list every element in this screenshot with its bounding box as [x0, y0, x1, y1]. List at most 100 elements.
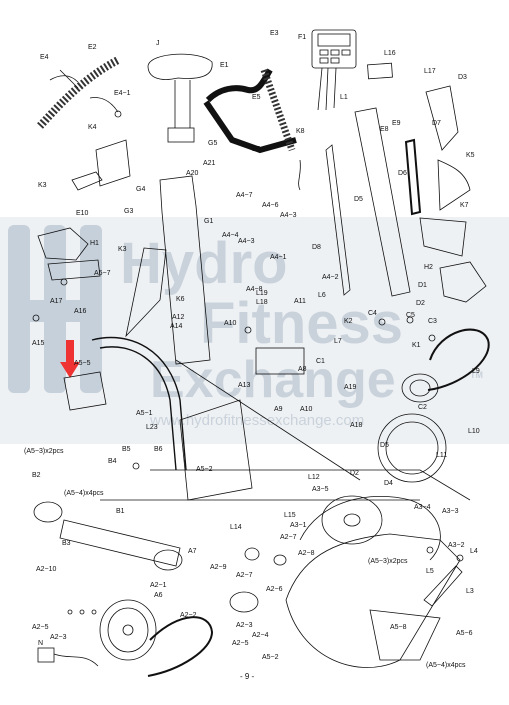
- callout-a4-3b: A4−3: [238, 238, 255, 245]
- callout-g4: G4: [136, 186, 146, 193]
- callout-k6: K6: [176, 296, 185, 303]
- callout-a4-2: A4−2: [322, 274, 339, 281]
- callout-d5-mid: D5: [380, 442, 389, 449]
- note-a5-3-x2-right: (A5−3)x2pcs: [368, 558, 408, 565]
- callout-a2-3a: A2−3: [50, 634, 67, 641]
- callout-k3-mid: K3: [118, 246, 127, 253]
- callout-k8: K8: [296, 128, 305, 135]
- callout-a5-5: A5−5: [74, 360, 91, 367]
- callout-a9: A9: [274, 406, 283, 413]
- callout-e8: E8: [380, 126, 389, 133]
- callout-l17: L17: [424, 68, 436, 75]
- console-icon: [311, 29, 357, 111]
- callout-a5-8: A5−8: [390, 624, 407, 631]
- watermark-url: www.hydrofitnessexchange.com: [150, 412, 365, 429]
- callout-a10-mid: A10: [300, 406, 313, 413]
- callout-a2-1: A2−1: [150, 582, 167, 589]
- callout-a2-5b: A2−5: [232, 640, 249, 647]
- callout-a14: A14: [170, 323, 183, 330]
- callout-a10-top: A10: [224, 320, 237, 327]
- callout-l4: L4: [470, 548, 478, 555]
- callout-a7: A7: [188, 548, 197, 555]
- red-arrow-icon: [60, 362, 80, 378]
- callout-l3: L3: [466, 588, 474, 595]
- callout-a3-1: A3−1: [290, 522, 307, 529]
- callout-a5-2b: A5−2: [262, 654, 279, 661]
- callout-e4-1: E4−1: [114, 90, 131, 97]
- callout-a5-2: A5−2: [196, 466, 213, 473]
- callout-a15: A15: [32, 340, 45, 347]
- callout-l16: L16: [384, 50, 396, 57]
- callout-l7: L7: [334, 338, 342, 345]
- motor-icon: [255, 347, 305, 375]
- callout-a5-1: A5−1: [136, 410, 153, 417]
- callout-e6: E6: [252, 146, 261, 153]
- callout-k4: K4: [88, 124, 97, 131]
- callout-h2: H2: [424, 264, 433, 271]
- callout-a2-10: A2−10: [36, 566, 57, 573]
- callout-e2: E2: [88, 44, 97, 51]
- callout-c5: C5: [406, 312, 415, 319]
- callout-e3: E3: [270, 30, 279, 37]
- watermark-line1: Hydro: [120, 231, 288, 296]
- callout-a2-6: A2−6: [266, 586, 283, 593]
- callout-l5: L5: [426, 568, 434, 575]
- callout-a4-3a: A4−3: [280, 212, 297, 219]
- callout-a4-8: A4−8: [246, 286, 263, 293]
- callout-a17: A17: [50, 298, 63, 305]
- callout-e5: E5: [252, 94, 261, 101]
- note-a5-4-x4-left: (A5−4)x4pcs: [64, 490, 104, 497]
- callout-b2: B2: [32, 472, 41, 479]
- callout-a13: A13: [238, 382, 251, 389]
- callout-d2-mid: D2: [350, 470, 359, 477]
- callout-n: N: [38, 640, 44, 647]
- power-plug-icon: [37, 647, 55, 663]
- callout-a3-5: A3−5: [312, 486, 329, 493]
- callout-b4: B4: [108, 458, 117, 465]
- callout-l1: L1: [340, 94, 348, 101]
- callout-a2-8: A2−8: [298, 550, 315, 557]
- callout-a12: A12: [172, 314, 185, 321]
- callout-l23: L23: [146, 424, 158, 431]
- callout-k7: K7: [460, 202, 469, 209]
- callout-a2-3b: A2−3: [236, 622, 253, 629]
- page-number: - 9 -: [240, 672, 255, 681]
- watermark-line3: Exchange: [150, 351, 396, 409]
- watermark-line2: Fitness: [200, 291, 404, 356]
- callout-f1: F1: [298, 34, 307, 41]
- callout-l14: L14: [230, 524, 242, 531]
- callout-a20: A20: [186, 170, 199, 177]
- grip-tube-icon: [37, 56, 120, 129]
- callout-k1: K1: [412, 342, 421, 349]
- callout-l19: L19: [256, 290, 268, 297]
- callout-b3: B3: [62, 540, 71, 547]
- callout-a4-6: A4−6: [262, 202, 279, 209]
- callout-a5-7: A5−7: [94, 270, 111, 277]
- callout-k5: K5: [466, 152, 475, 159]
- side-cover-right-icon: [285, 533, 461, 668]
- callout-h1: H1: [90, 240, 99, 247]
- callout-g5: G5: [208, 140, 218, 147]
- callout-d5-top: D5: [354, 196, 363, 203]
- callout-l11: L11: [436, 452, 448, 459]
- callout-b6: B6: [154, 446, 163, 453]
- callout-a3-2: A3−2: [448, 542, 465, 549]
- callout-d8: D8: [312, 244, 321, 251]
- seat-icon: [147, 53, 213, 80]
- flywheel-disc-icon: [377, 413, 447, 483]
- callout-l12: L12: [308, 474, 320, 481]
- callout-d2: D2: [416, 300, 425, 307]
- callout-c3: C3: [428, 318, 437, 325]
- pulley-icon: [99, 599, 157, 661]
- note-a5-3-x2-left: (A5−3)x2pcs: [24, 448, 64, 455]
- callout-a2-7a: A2−7: [280, 534, 297, 541]
- callout-a4-1: A4−1: [270, 254, 287, 261]
- callout-l10: L10: [468, 428, 480, 435]
- callout-d6: D6: [398, 170, 407, 177]
- callout-a4-4: A4−4: [222, 232, 239, 239]
- callout-l18: L18: [256, 299, 268, 306]
- callout-a6: A6: [154, 592, 163, 599]
- callout-l6: L6: [318, 292, 326, 299]
- callout-g3: G3: [124, 208, 134, 215]
